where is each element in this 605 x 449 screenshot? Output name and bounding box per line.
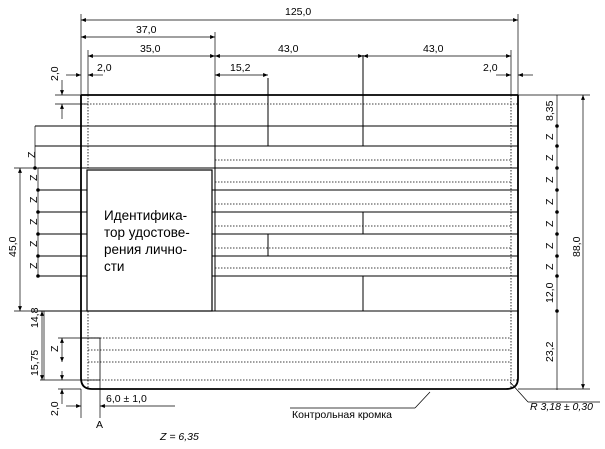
- dim-z-left-2: Z: [28, 174, 40, 181]
- card-outline: [80, 94, 519, 390]
- dim-left-offset: 6,0 ± 1,0: [106, 393, 147, 405]
- column-dividers: [214, 55, 364, 311]
- z-value-note: Z = 6,35: [159, 431, 199, 443]
- dim-left-bottom: 15,75: [29, 350, 41, 376]
- dim-bottom-margin: 2,0: [49, 401, 61, 416]
- dim-overall-width: 125,0: [285, 6, 311, 18]
- dim-left-lower: 14,8: [29, 307, 41, 328]
- bottom-dimensions: 6,0 ± 1,0 A Z = 6,35 Контрольная кромка …: [66, 380, 600, 443]
- dim-top-margin: 2,0: [49, 66, 61, 81]
- dim-photo-height: 45,0: [7, 236, 19, 257]
- control-edge-label: Контрольная кромка: [292, 409, 392, 421]
- dim-z-right-7: Z: [544, 263, 556, 270]
- dim-z-right-4: Z: [544, 198, 556, 205]
- photo-identifier-box: Идентифика- тор удостове- рения лично- с…: [86, 169, 213, 312]
- dim-right-bottom: 23,2: [544, 341, 556, 362]
- dim-z-left-5: Z: [28, 240, 40, 247]
- dim-left-block: 37,0: [136, 24, 157, 36]
- dim-z-left-1: Z: [26, 151, 38, 158]
- dim-inner-gap: 15,2: [230, 62, 251, 74]
- dim-photo-width: 35,0: [140, 43, 161, 55]
- dim-top-band: 8,35: [544, 100, 556, 121]
- photo-label-line-3: рения лично-: [104, 242, 187, 257]
- right-dimensions: 88,0 8,35 Z Z Z Z Z Z Z 12,0 23,2: [518, 94, 590, 390]
- point-a-label: A: [96, 419, 103, 431]
- dim-right-lower: 12,0: [544, 282, 556, 303]
- dim-z-right-3: Z: [544, 176, 556, 183]
- top-dimensions: 125,0 37,0 35,0 43,0 43,0 2,0 15,2 2,0: [66, 6, 533, 95]
- dim-margin-left: 2,0: [97, 62, 112, 74]
- dim-z-right-5: Z: [544, 220, 556, 227]
- photo-label-line-1: Идентифика-: [104, 208, 187, 223]
- photo-label-line-4: сти: [104, 259, 124, 274]
- dim-margin-right: 2,0: [483, 62, 498, 74]
- dim-mid-width: 43,0: [278, 43, 299, 55]
- corner-radius-label: R 3,18 ± 0,30: [530, 401, 593, 413]
- dim-z-lower: Z: [49, 345, 61, 352]
- photo-label-line-2: тор удостове-: [104, 225, 190, 240]
- dim-right-width: 43,0: [423, 43, 444, 55]
- dim-z-left-4: Z: [28, 218, 40, 225]
- dim-z-right-6: Z: [544, 242, 556, 249]
- dim-z-left-6: Z: [28, 262, 40, 269]
- left-dimensions: 2,0 Z Z Z Z Z Z 45,0 14,8 Z 15,75: [7, 66, 101, 416]
- dim-height-total: 88,0: [571, 236, 583, 257]
- dim-z-right-2: Z: [544, 154, 556, 161]
- dim-z-right-1: Z: [544, 133, 556, 140]
- dim-z-left-3: Z: [28, 196, 40, 203]
